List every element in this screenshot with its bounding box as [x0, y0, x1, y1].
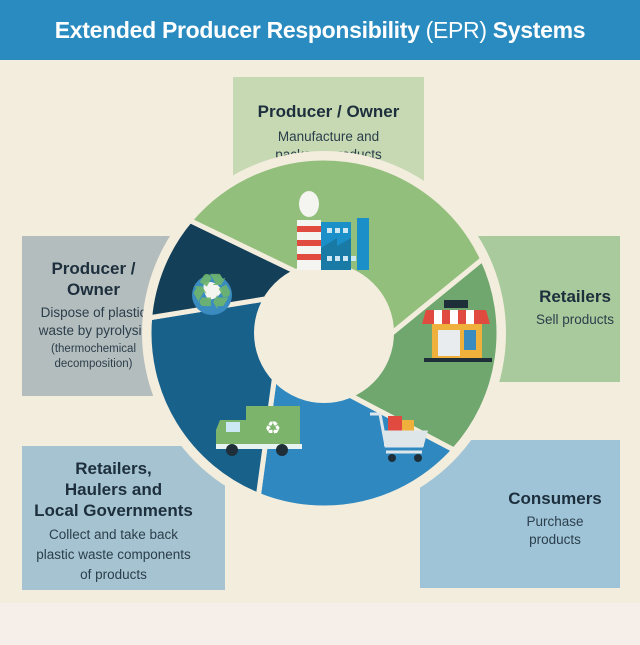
stage-desc: plastic waste components	[36, 547, 191, 562]
title-bold-end: Systems	[492, 16, 586, 43]
stage-title: Producer /	[51, 259, 136, 278]
stage-collectors: Retailers, Haulers and Local Governments…	[22, 446, 225, 590]
cycle-wheel: ♻ ♻	[142, 151, 506, 515]
recycling-truck-icon: ♻	[216, 406, 302, 456]
stage-desc: Purchase	[526, 514, 584, 529]
footer-band	[0, 603, 640, 645]
stage-desc: waste by pyrolysis	[38, 323, 149, 338]
stage-title: Local Governments	[34, 501, 193, 520]
stage-title: Retailers	[539, 287, 611, 306]
storefront-icon	[422, 300, 492, 362]
shopping-cart-icon	[370, 412, 428, 462]
stage-title: Owner	[67, 280, 120, 299]
stage-title: Retailers,	[75, 459, 152, 478]
stage-desc: Manufacture and	[277, 129, 380, 144]
stage-desc: Collect and take back	[48, 527, 179, 542]
factory-icon	[297, 191, 369, 270]
page-title: Extended Producer Responsibility (EPR) S…	[0, 0, 640, 60]
stage-desc: of products	[80, 567, 147, 582]
stage-note: decomposition)	[54, 358, 133, 370]
stage-title: Haulers and	[64, 480, 163, 499]
stage-desc: products	[529, 532, 581, 547]
wheel-center	[254, 263, 394, 403]
stage-note: (thermochemical	[51, 343, 136, 355]
stage-desc: Sell products	[535, 312, 615, 327]
title-acronym: (EPR)	[425, 16, 487, 43]
stage-title: Consumers	[508, 489, 602, 508]
stage-desc: Dispose of plastic	[40, 305, 147, 320]
svg-text:♻: ♻	[265, 418, 281, 439]
stage-title: Producer / Owner	[257, 102, 400, 121]
stage-consumers: Consumers Purchase products	[420, 440, 620, 588]
recycle-globe-icon: ♻	[190, 263, 235, 321]
title-bold: Extended Producer Responsibility	[54, 16, 420, 43]
svg-text:♻: ♻	[190, 263, 235, 321]
